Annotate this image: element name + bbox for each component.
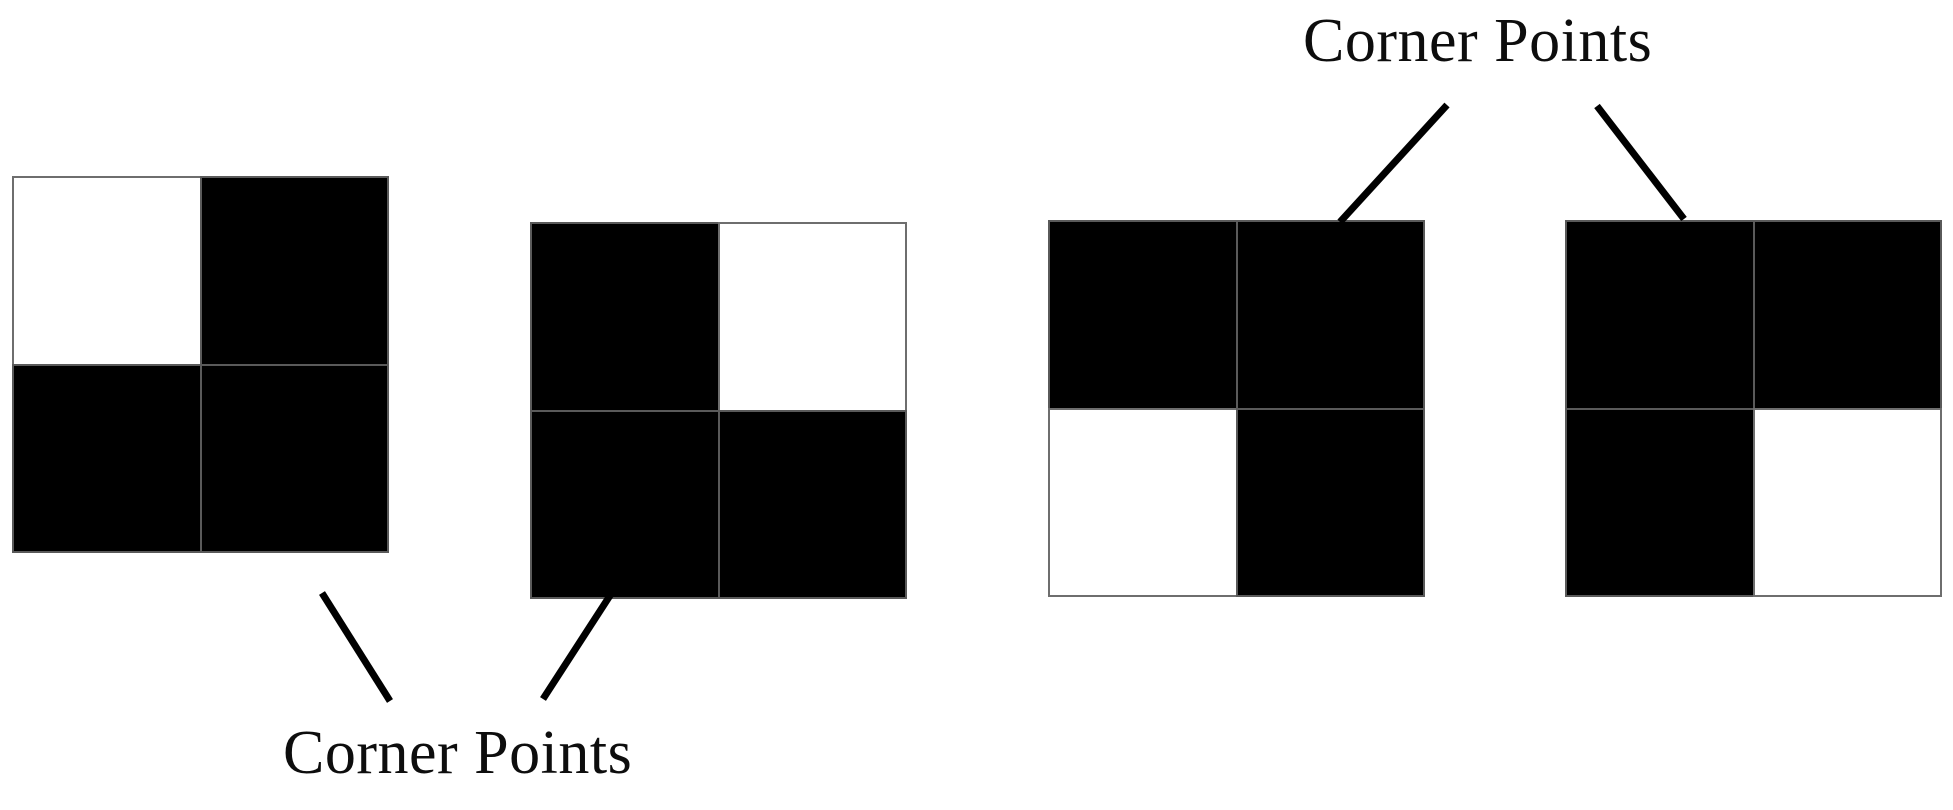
tile-cell-bottom-left-black: [530, 409, 720, 599]
tile-cell-top-right-white: [717, 222, 907, 412]
corner-points-label-top: Corner Points: [1303, 7, 1653, 75]
leader-line-tile-1: [319, 591, 393, 703]
tile-white-top-right: [530, 222, 907, 599]
leader-line-tile-4: [1594, 103, 1687, 222]
tile-cell-bottom-left-black: [12, 363, 202, 553]
tile-cell-bottom-right-black: [199, 363, 389, 553]
tile-cell-bottom-left-white: [1048, 407, 1238, 597]
tile-cell-top-left-black: [1048, 220, 1238, 410]
leader-line-tile-3: [1337, 102, 1450, 225]
tile-white-bottom-left: [1048, 220, 1425, 597]
tile-cell-top-left-black: [1565, 220, 1755, 410]
tile-cell-top-right-black: [199, 176, 389, 366]
tile-white-bottom-right: [1565, 220, 1942, 597]
tile-cell-top-right-black: [1752, 220, 1942, 410]
tile-cell-top-right-black: [1235, 220, 1425, 410]
corner-points-label-bottom: Corner Points: [283, 719, 633, 787]
tile-cell-bottom-right-black: [717, 409, 907, 599]
tile-cell-top-left-black: [530, 222, 720, 412]
tile-cell-top-left-white: [12, 176, 202, 366]
tile-cell-bottom-left-black: [1565, 407, 1755, 597]
leader-line-tile-2: [540, 592, 614, 701]
tile-white-top-left: [12, 176, 389, 553]
tile-cell-bottom-right-black: [1235, 407, 1425, 597]
tile-cell-bottom-right-white: [1752, 407, 1942, 597]
